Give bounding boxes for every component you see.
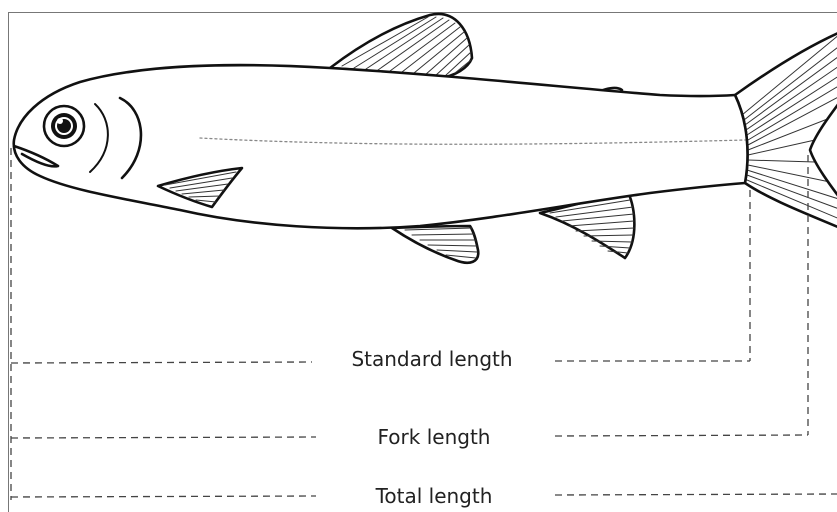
eye — [44, 106, 84, 146]
fish-body — [14, 65, 748, 228]
standard-length-line-left — [11, 362, 312, 363]
fork-length-line-right — [555, 435, 808, 436]
fish-illustration — [14, 14, 837, 263]
fork-length-label: Fork length — [378, 425, 491, 449]
caudal-fin — [735, 30, 837, 230]
standard-length-label: Standard length — [351, 347, 512, 371]
fork-length-line-left — [11, 437, 316, 438]
pelvic-fin — [392, 226, 478, 263]
total-length-label: Total length — [375, 484, 493, 508]
total-length-line-right — [555, 494, 837, 495]
total-length-line-left — [11, 496, 316, 497]
